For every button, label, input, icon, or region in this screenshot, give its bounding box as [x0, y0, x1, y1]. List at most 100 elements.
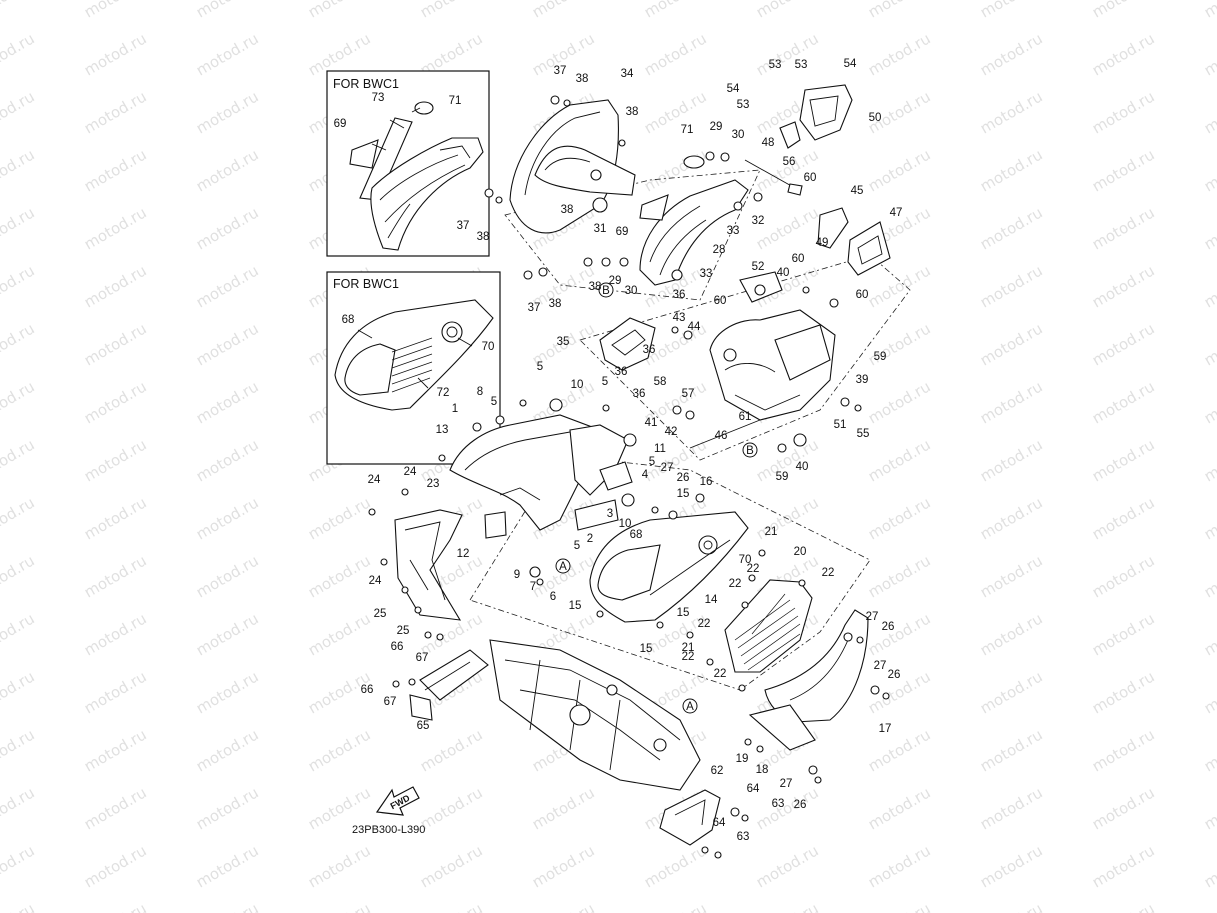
- part-upper-cowling: [509, 99, 636, 234]
- callout-5: 5: [649, 456, 655, 468]
- watermark-text: motod.ru: [865, 29, 934, 79]
- watermark-text: motod.ru: [81, 319, 150, 369]
- fwd-arrow: FWD: [375, 786, 420, 816]
- callout-35: 35: [557, 336, 570, 348]
- watermark-text: motod.ru: [977, 319, 1046, 369]
- watermark-text: motod.ru: [1089, 29, 1158, 79]
- watermark-text: motod.ru: [193, 0, 262, 21]
- watermark-text: motod.ru: [641, 145, 710, 195]
- watermark-text: motod.ru: [865, 435, 934, 485]
- watermark-text: motod.ru: [193, 29, 262, 79]
- watermark-text: motod.ru: [1201, 203, 1217, 253]
- watermark-text: motod.ru: [193, 261, 262, 311]
- watermark-text: motod.ru: [305, 725, 374, 775]
- callout-5: 5: [602, 376, 608, 388]
- watermark-text: motod.ru: [1089, 261, 1158, 311]
- watermark-text: motod.ru: [1201, 841, 1217, 891]
- watermark-text: motod.ru: [305, 493, 374, 543]
- callout-41: 41: [645, 417, 658, 429]
- callout-15: 15: [677, 607, 690, 619]
- callout-10: 10: [619, 518, 632, 530]
- watermark-text: motod.ru: [753, 899, 822, 913]
- watermark-text: motod.ru: [0, 609, 38, 659]
- part-left-inner-panel: [449, 398, 637, 539]
- watermark-text: motod.ru: [977, 725, 1046, 775]
- callout-20: 20: [794, 546, 807, 558]
- watermark-text: motod.ru: [1089, 0, 1158, 21]
- watermark-text: motod.ru: [305, 0, 374, 21]
- watermark-text: motod.ru: [0, 493, 38, 543]
- callout-36: 36: [633, 388, 646, 400]
- watermark-text: motod.ru: [81, 667, 150, 717]
- watermark-text: motod.ru: [977, 377, 1046, 427]
- watermark-text: motod.ru: [1089, 551, 1158, 601]
- watermark-text: motod.ru: [0, 261, 38, 311]
- watermark-text: motod.ru: [1089, 841, 1158, 891]
- part-inner-cover: [639, 155, 749, 286]
- watermark-text: motod.ru: [0, 145, 38, 195]
- callout-63: 63: [772, 798, 785, 810]
- watermark-text: motod.ru: [641, 899, 710, 913]
- watermark-text: motod.ru: [81, 609, 150, 659]
- callout-38: 38: [549, 298, 562, 310]
- watermark-text: motod.ru: [753, 783, 822, 833]
- callout-40: 40: [777, 267, 790, 279]
- callout-22: 22: [729, 578, 742, 590]
- watermark-text: motod.ru: [529, 841, 598, 891]
- callout-56: 56: [783, 156, 796, 168]
- watermark-text: motod.ru: [81, 203, 150, 253]
- watermark-text: motod.ru: [305, 841, 374, 891]
- callout-17: 17: [879, 723, 892, 735]
- callout-15: 15: [569, 600, 582, 612]
- watermark-text: motod.ru: [193, 87, 262, 137]
- callout-39: 39: [856, 374, 869, 386]
- watermark-text: motod.ru: [1089, 319, 1158, 369]
- watermark-text: motod.ru: [81, 29, 150, 79]
- watermark-text: motod.ru: [193, 725, 262, 775]
- watermark-text: motod.ru: [865, 377, 934, 427]
- watermark-text: motod.ru: [81, 551, 150, 601]
- callout-26: 26: [888, 669, 901, 681]
- callout-19: 19: [736, 753, 749, 765]
- callout-53: 53: [795, 59, 808, 71]
- callout-27: 27: [661, 462, 674, 474]
- ref-marker-b: B: [602, 285, 610, 297]
- watermark-text: motod.ru: [81, 493, 150, 543]
- watermark-text: motod.ru: [193, 841, 262, 891]
- watermark-text: motod.ru: [753, 841, 822, 891]
- watermark-text: motod.ru: [1201, 609, 1217, 659]
- watermark-text: motod.ru: [977, 899, 1046, 913]
- watermark-text: motod.ru: [1089, 667, 1158, 717]
- callout-32: 32: [752, 215, 765, 227]
- watermark-text: motod.ru: [865, 145, 934, 195]
- callout-37: 37: [528, 302, 541, 314]
- watermark-text: motod.ru: [0, 0, 38, 21]
- watermark-text: motod.ru: [1089, 203, 1158, 253]
- callout-5: 5: [491, 396, 497, 408]
- callout-55: 55: [857, 428, 870, 440]
- callout-24: 24: [368, 474, 381, 486]
- watermark-text: motod.ru: [0, 203, 38, 253]
- callout-25: 25: [374, 608, 387, 620]
- watermark-text: motod.ru: [1201, 783, 1217, 833]
- watermark-text: motod.ru: [641, 87, 710, 137]
- diagram-code: 23PB300-L390: [352, 824, 425, 836]
- watermark-text: motod.ru: [753, 29, 822, 79]
- watermark-text: motod.ru: [417, 783, 486, 833]
- callout-38: 38: [626, 106, 639, 118]
- callout-22: 22: [747, 563, 760, 575]
- part-bracket-62: [659, 789, 721, 846]
- watermark-text: motod.ru: [977, 551, 1046, 601]
- watermark-text: motod.ru: [1201, 87, 1217, 137]
- callout-70: 70: [482, 341, 495, 353]
- callout-21: 21: [765, 526, 778, 538]
- hardware-fasteners: [368, 95, 890, 859]
- callout-36: 36: [615, 366, 628, 378]
- callout-38: 38: [477, 231, 490, 243]
- watermark-text: motod.ru: [305, 899, 374, 913]
- watermark-text: motod.ru: [193, 435, 262, 485]
- callout-6: 6: [550, 591, 556, 603]
- callout-14: 14: [705, 594, 718, 606]
- callout-22: 22: [822, 567, 835, 579]
